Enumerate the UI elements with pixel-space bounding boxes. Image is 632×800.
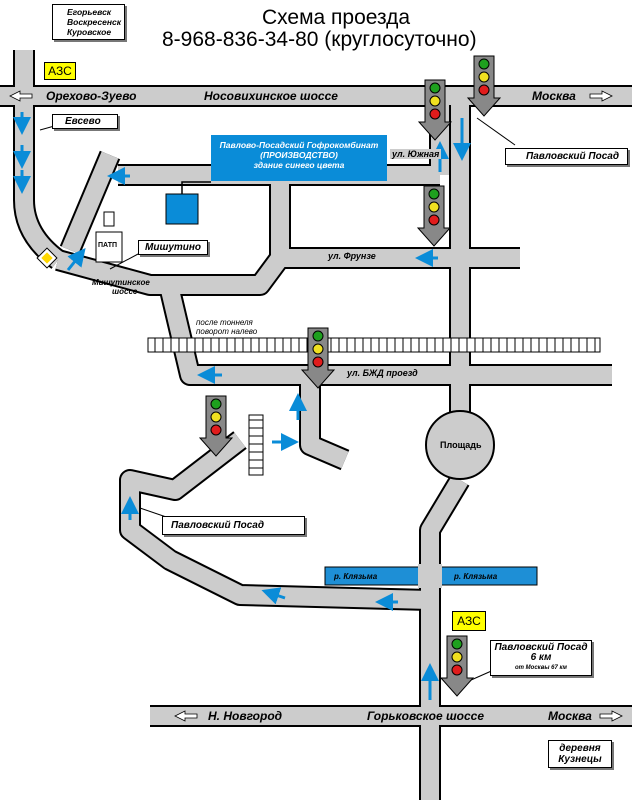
traffic-lights (198, 55, 502, 697)
label-ploshad: Площадь (440, 440, 482, 450)
traffic-light (300, 327, 336, 389)
label-pavlovsky-top: Павловский Посад (505, 148, 629, 165)
label-gorkovskoe: Горьковское шоссе (365, 709, 487, 723)
label-ul-bzhd: ул. БЖД проезд (345, 368, 420, 378)
traffic-light (416, 185, 452, 247)
patp-building (95, 231, 123, 263)
label-river-2: р. Клязьма (454, 572, 498, 581)
label-mishutino: Мишутино (138, 240, 209, 255)
dir-voskresensk: Воскресенск (67, 17, 122, 27)
label-evsevo: Евсевo (52, 114, 118, 129)
label-kuznetsy: деревня Кузнецы (548, 740, 612, 768)
azs-bottom: АЗС (452, 611, 486, 631)
label-pavlovsky-mid: Павловский Посад (162, 516, 306, 535)
map-title: Схема проезда (262, 6, 411, 29)
label-moskva-top: Москва (530, 89, 578, 103)
factory-building (165, 193, 199, 225)
azs-top: АЗС (44, 62, 76, 80)
label-ul-yuzhnaya: ул. Южная (390, 149, 442, 159)
label-patp: ПАТП (98, 242, 118, 249)
railway-vertical (248, 414, 264, 476)
dir-egorievsk: Егорьевск (67, 7, 112, 17)
traffic-light (417, 79, 453, 141)
label-river-1: р. Клязьма (334, 572, 378, 581)
label-pp-6km: Павловский Посад 6 км от Москвы 67 км (490, 640, 592, 676)
label-after-tunnel: после тоннеля поворот налево (196, 318, 258, 336)
traffic-light (439, 635, 475, 697)
label-mishutinskoe: Мишутинское шоссе (92, 278, 150, 296)
label-n-novgorod: Н. Новгород (206, 709, 285, 723)
traffic-light (198, 395, 234, 457)
traffic-light (466, 55, 502, 117)
factory-label: Павлово-Посадский Гофрокомбинат (ПРОИЗВО… (211, 135, 387, 181)
highway-arrows (9, 90, 623, 722)
small-building (103, 211, 115, 227)
roundabout (425, 410, 495, 480)
label-ul-frunze: ул. Фрунзе (326, 251, 378, 261)
north-directions: Егорьевск Воскресенск Куровское (52, 4, 126, 40)
railway (147, 337, 601, 353)
dir-kurovskoe: Куровское (67, 27, 112, 37)
label-nosovikh: Носовихинское шоссе (202, 89, 340, 103)
label-moskva-bottom: Москва (546, 709, 594, 723)
bridge (418, 564, 442, 588)
phone-number: 8-968-836-34-80 (круглосуточно) (162, 28, 477, 51)
priority-road-sign (36, 247, 58, 269)
label-orekhovo: Орехово-Зуево (44, 89, 139, 103)
